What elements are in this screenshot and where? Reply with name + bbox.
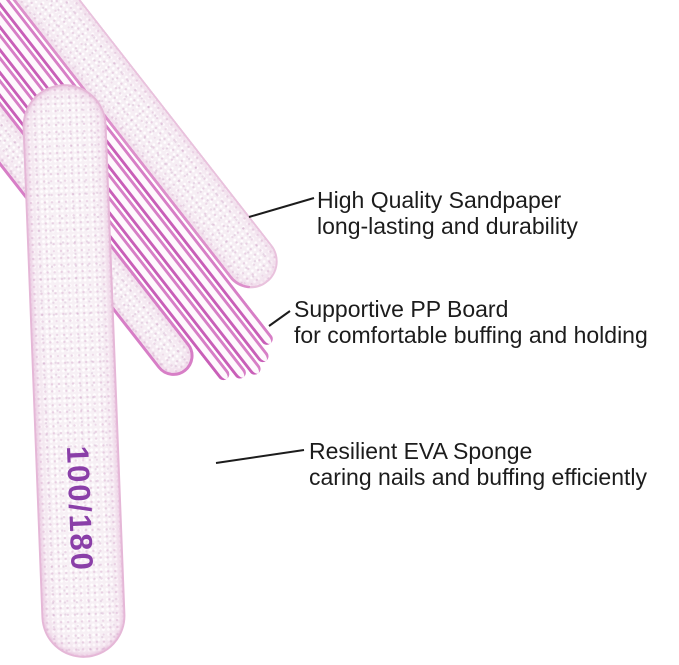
grit-label: 100/180 (59, 445, 100, 573)
annotation-subtitle: caring nails and buffing efficiently (309, 464, 647, 490)
annotation-subtitle: for comfortable buffing and holding (294, 322, 648, 348)
annotation-pp-board: Supportive PP Board for comfortable buff… (294, 296, 648, 348)
annotation-eva-sponge: Resilient EVA Sponge caring nails and bu… (309, 438, 647, 490)
callout-line-sandpaper (248, 197, 315, 218)
annotation-title: Supportive PP Board (294, 296, 509, 322)
annotation-title: High Quality Sandpaper (317, 187, 562, 213)
annotation-title: Resilient EVA Sponge (309, 438, 533, 464)
annotation-sandpaper: High Quality Sandpaper long-lasting and … (317, 187, 578, 239)
callout-line-eva-sponge (215, 449, 305, 464)
annotation-subtitle: long-lasting and durability (317, 213, 578, 239)
